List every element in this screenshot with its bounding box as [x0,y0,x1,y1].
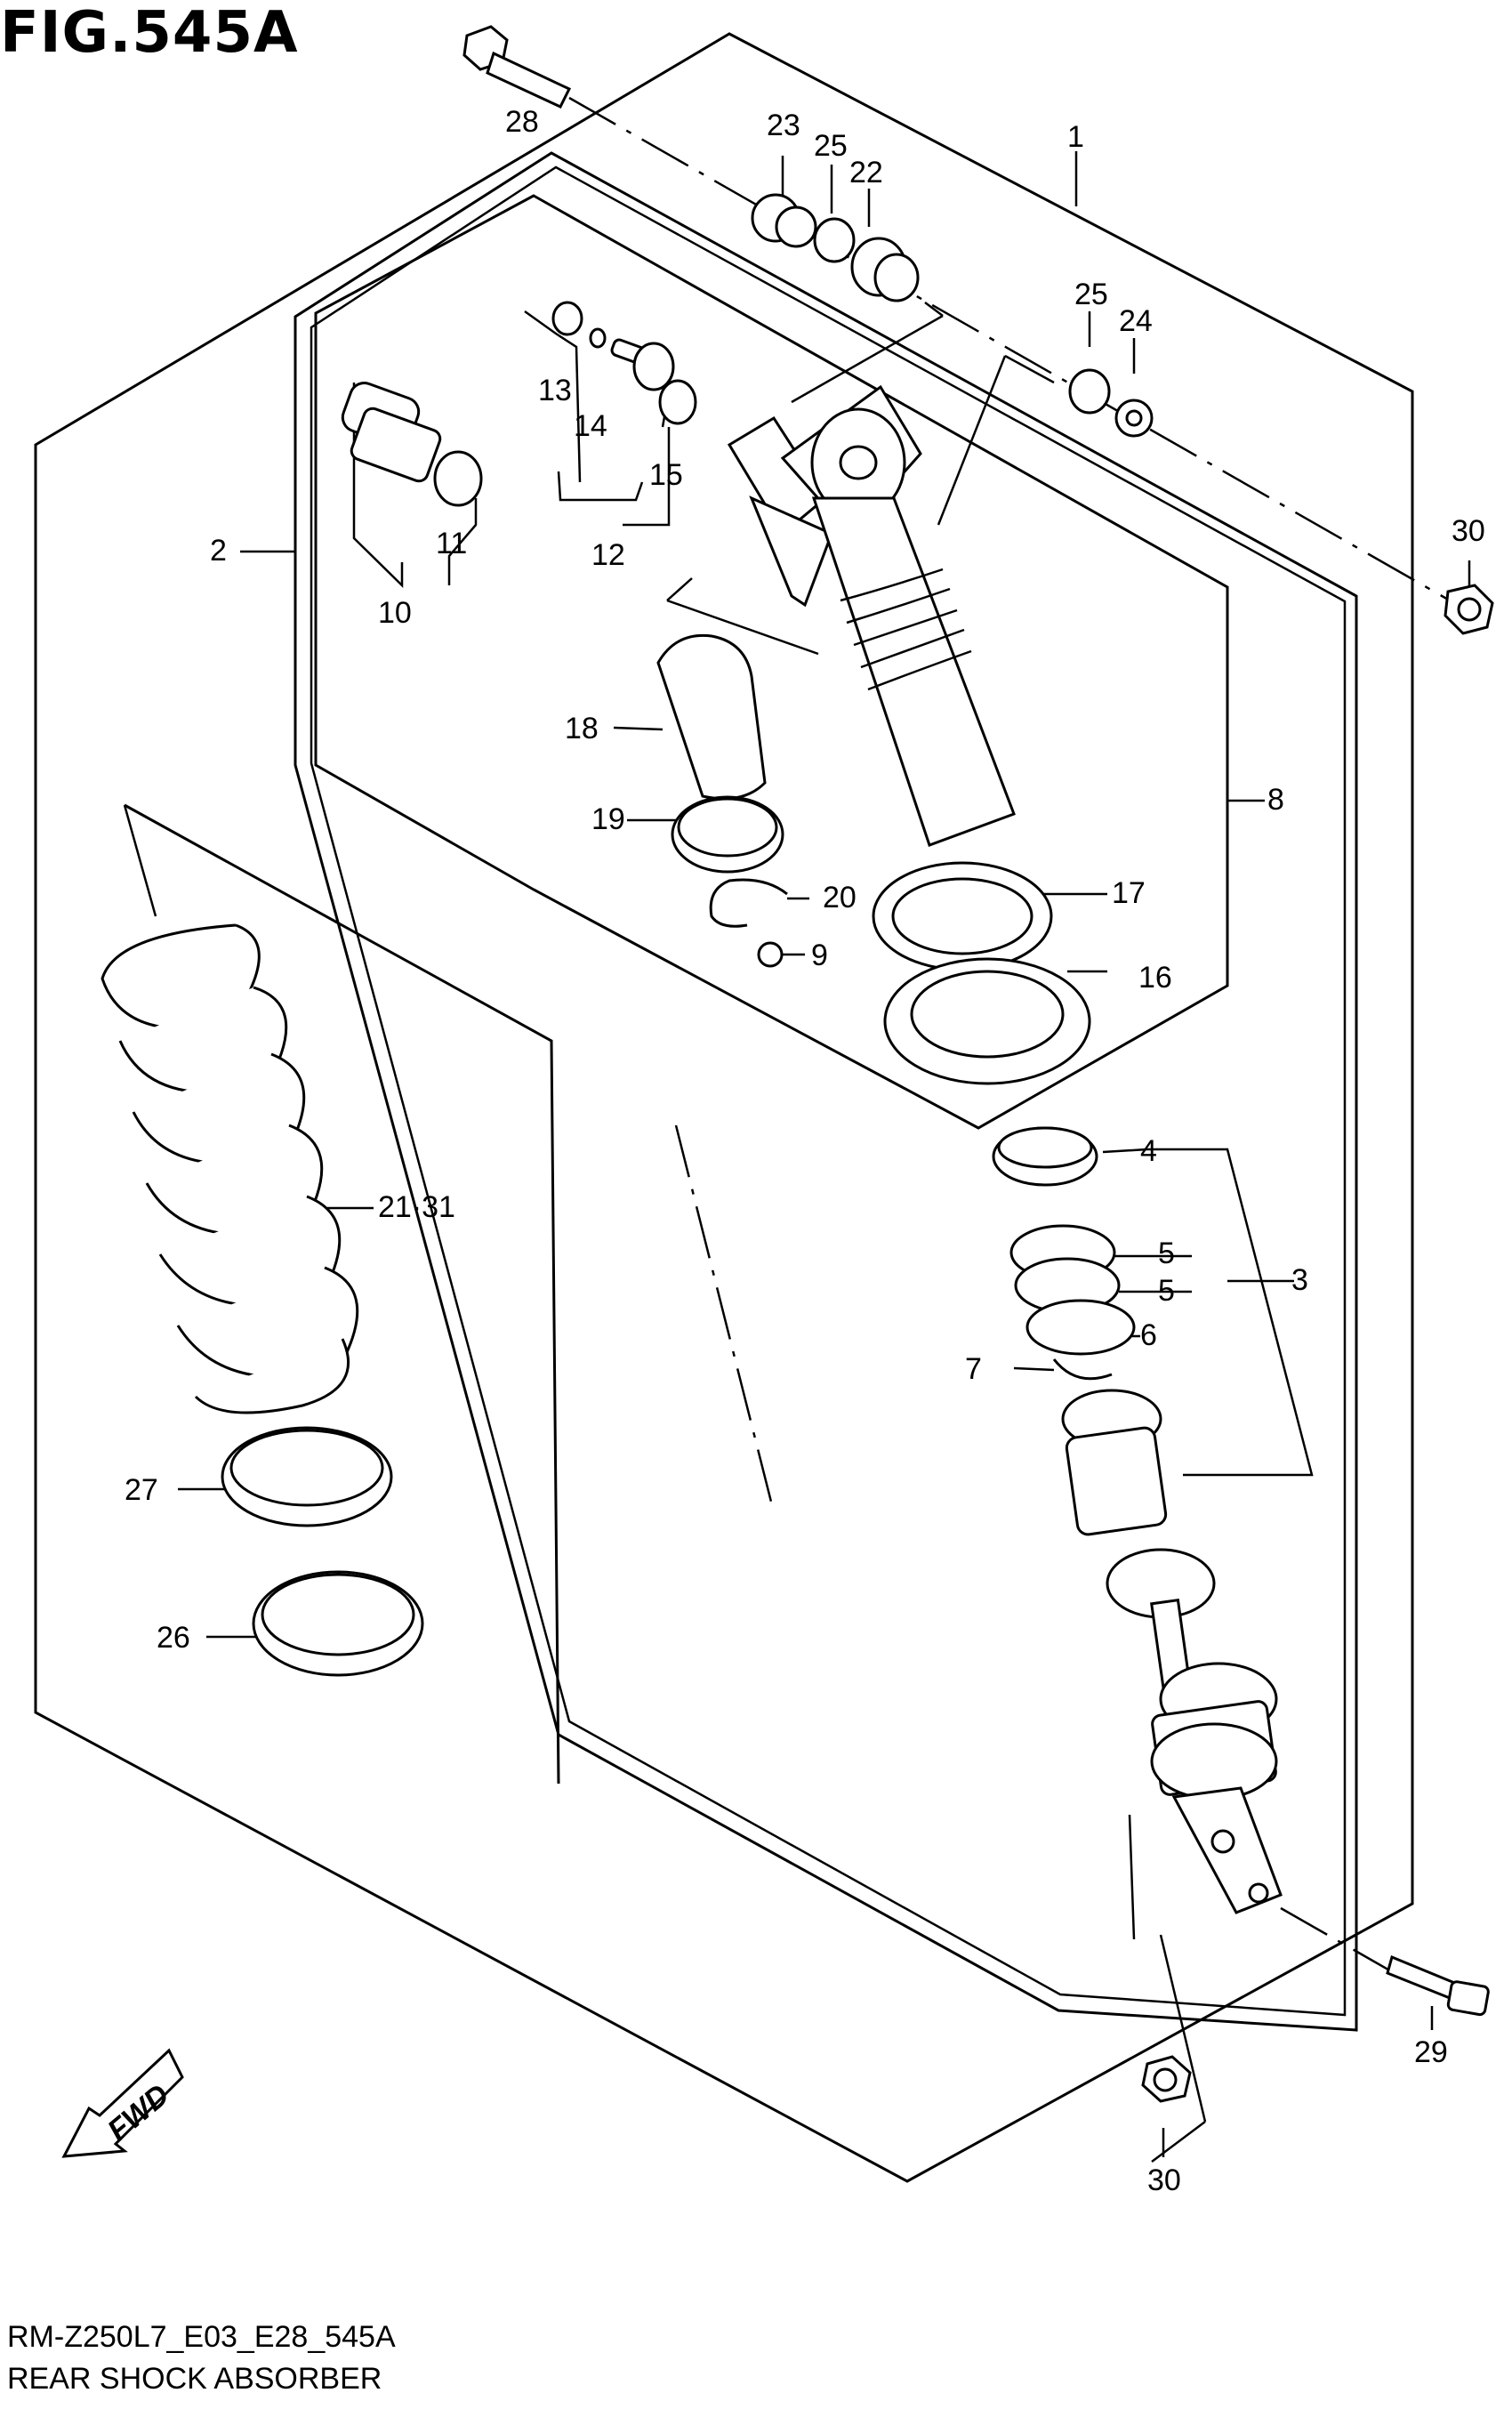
cap-19 [671,795,784,874]
collar-23 [751,193,817,248]
leader-lines [178,151,1471,2163]
label-part-10: 10 [378,596,412,630]
label-part-11: 11 [436,527,467,560]
label-part-8: 8 [1267,783,1284,817]
label-part-23: 23 [767,109,800,142]
spring-frame [124,803,560,1785]
shock-body [727,384,1016,847]
label-part-17: 17 [1112,876,1146,910]
lock-nut-16 [883,957,1091,1085]
bolt-29 [1386,1954,1490,2017]
assembly-frame-2 [294,151,1358,2032]
label-part-16: 16 [1138,961,1172,995]
label-part-22: 22 [849,156,883,189]
figure-title: FIG.545A [0,0,299,66]
label-part-7: 7 [965,1352,982,1386]
part-labels: 1 2 3 4 5 5 6 7 8 9 10 11 12 13 14 15 16… [125,105,1485,2197]
label-part-14: 14 [574,409,607,443]
snap-ring-7 [1052,1358,1113,1381]
bolt-28 [462,25,572,109]
forward-direction-icon: FWD [61,2048,184,2158]
label-part-24: 24 [1119,304,1153,338]
label-part-27: 27 [125,1473,158,1507]
label-part-5b: 5 [1158,1274,1175,1308]
circlip-20 [709,878,788,928]
label-part-15: 15 [649,458,683,492]
label-part-13: 13 [538,374,572,407]
label-part-9: 9 [811,939,828,972]
label-part-28: 28 [505,105,539,139]
adjuster-12 [610,338,675,391]
label-part-12: 12 [591,538,625,572]
label-part-5a: 5 [1158,1237,1175,1270]
spring-21 [101,923,359,1414]
label-part-4: 4 [1140,1134,1157,1168]
centerline-bottom [1280,1906,1406,1981]
label-part-25b: 25 [1074,278,1108,311]
label-part-26: 26 [157,1621,190,1655]
label-part-30a: 30 [1452,514,1485,548]
ball-9 [757,941,784,968]
o-ring-11 [433,450,483,507]
section-name: REAR SHOCK ABSORBER [7,2362,382,2396]
valve-assembly-10 [341,382,442,483]
damper-rod-assembly [1061,1389,1283,1914]
label-part-3: 3 [1291,1263,1308,1297]
o-ring-15 [658,379,697,425]
washer-14 [589,327,607,349]
bushing-4 [992,1126,1098,1187]
label-part-19: 19 [591,802,625,836]
lock-nut-17 [872,861,1053,971]
label-part-18: 18 [565,712,599,745]
label-part-25a: 25 [814,129,848,163]
assembly-frame-1 [34,32,1414,2183]
washer-24 [1114,399,1154,438]
label-part-2: 2 [210,534,227,568]
label-part-6: 6 [1140,1318,1157,1352]
bearing-22 [850,237,920,302]
seal-25-right [1068,368,1111,415]
model-code: RM-Z250L7_E03_E28_545A [7,2320,396,2354]
label-part-21-31: 21·31 [378,1190,455,1224]
ring-6 [1025,1299,1136,1356]
assembly-frame-2-inner [310,165,1347,2017]
spring-seat-27 [221,1426,393,1527]
label-part-20: 20 [823,881,857,914]
nut-30-lower [1141,2055,1192,2103]
label-part-1: 1 [1067,120,1084,154]
label-part-30b: 30 [1147,2163,1181,2197]
spring-retainer-26 [252,1570,424,1677]
assembly-frame-8 [314,194,1229,1130]
label-part-29: 29 [1414,2035,1448,2069]
seal-25-upper [813,217,856,263]
bladder-18 [656,633,767,801]
nut-30-upper [1444,584,1494,635]
centerline-vertical [674,1124,776,1513]
centerline-top [568,96,1451,602]
assembly-frame-3 [1147,1148,1314,1477]
o-ring-13 [551,301,583,336]
